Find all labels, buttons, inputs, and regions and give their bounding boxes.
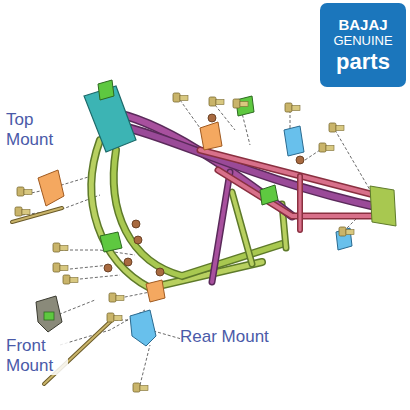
mount-plate xyxy=(284,126,304,156)
washers xyxy=(104,114,304,276)
cross-bracket xyxy=(260,185,278,205)
assembly-lines xyxy=(22,100,370,385)
rear-mount-plate xyxy=(130,310,156,346)
top-mount-plate xyxy=(38,170,64,206)
brand-logo: BAJAJGENUINE parts xyxy=(320,3,406,87)
top-mount-plate xyxy=(200,122,222,150)
main-tubes xyxy=(110,112,382,282)
mount-plate xyxy=(146,280,165,302)
part-label: Rear Mount xyxy=(180,327,269,347)
rear-bracket xyxy=(370,186,396,226)
head-bracket xyxy=(98,80,114,100)
logo-text: BAJAJ xyxy=(338,17,387,33)
part-label: Top Mount xyxy=(6,110,68,149)
cradle-bracket xyxy=(100,232,122,252)
logo-text: parts xyxy=(336,50,390,73)
front-mount-bracket xyxy=(36,296,62,332)
logo-text: GENUINE xyxy=(333,34,392,48)
part-label: Front Mount xyxy=(6,336,68,375)
seat-rails xyxy=(200,150,386,230)
